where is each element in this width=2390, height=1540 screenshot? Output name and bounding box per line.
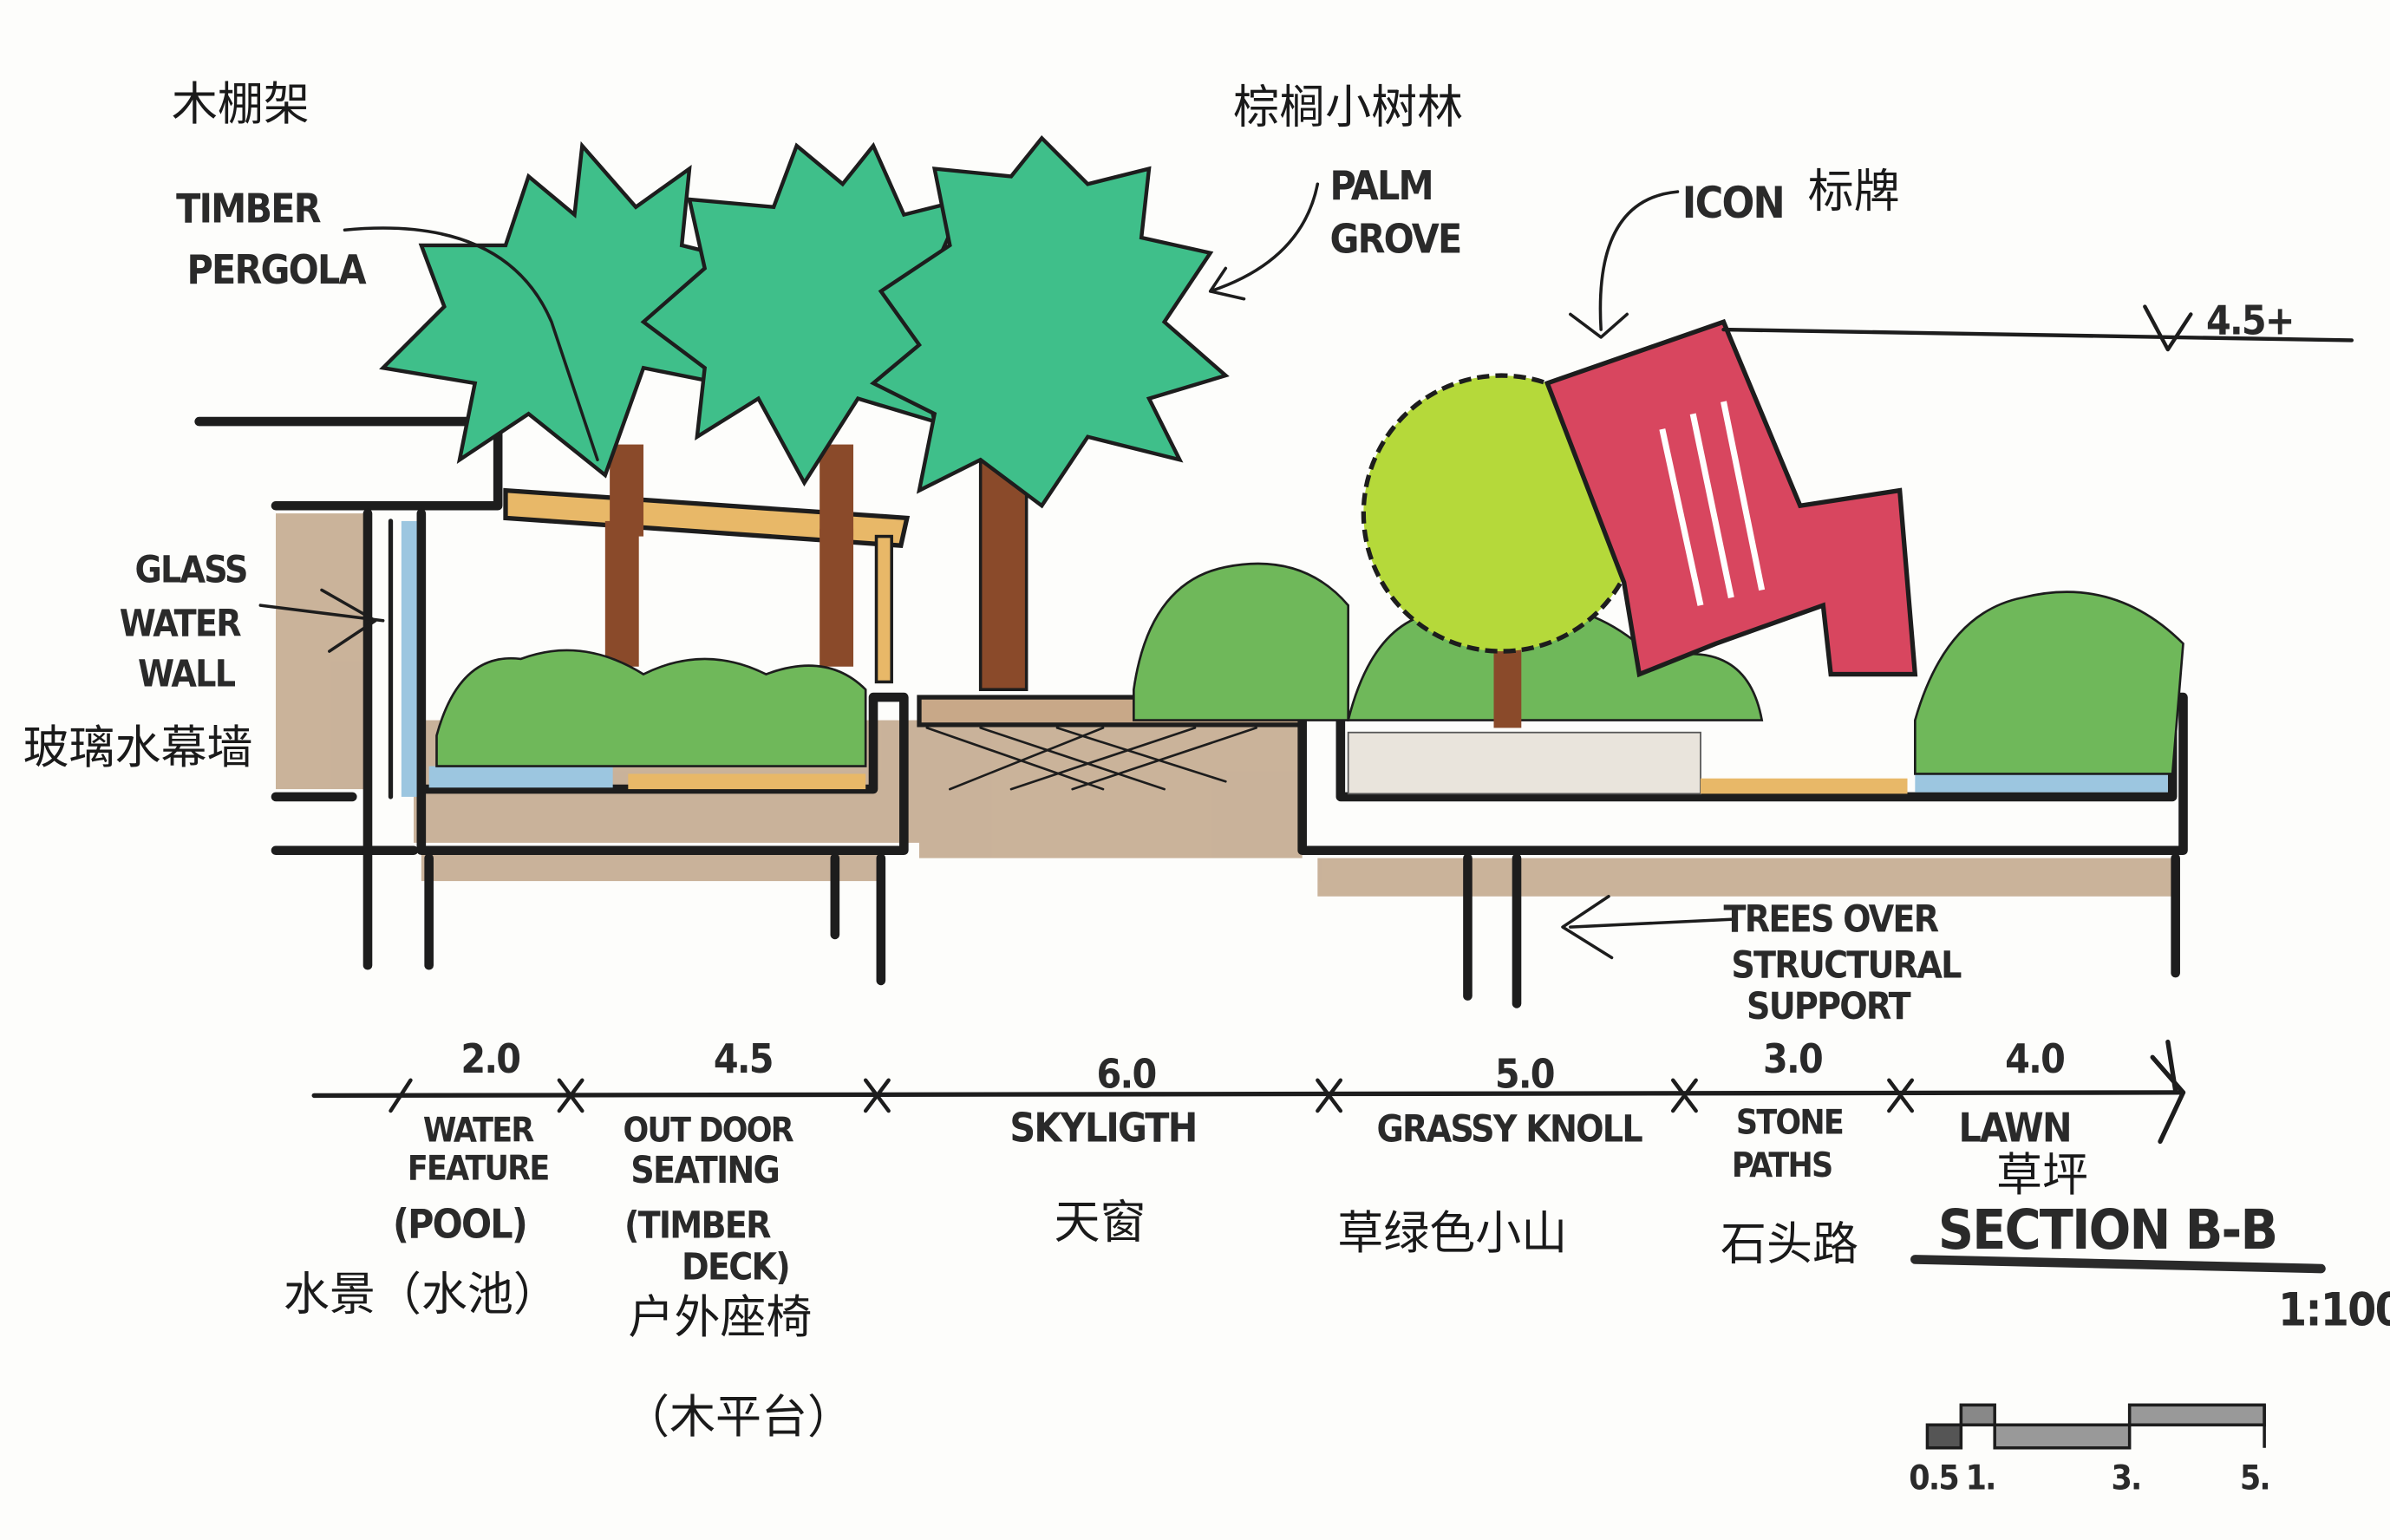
icon-sculpture — [1544, 318, 1918, 678]
trees-label-en-2: STRUCTURAL — [1731, 943, 1962, 986]
level-marker — [1721, 304, 2354, 352]
timber-deck — [628, 773, 866, 790]
zone-label-en: (POOL) — [393, 1201, 526, 1248]
trees-label-en-3: SUPPORT — [1747, 985, 1911, 1028]
zone-grassy-knoll: 5.0 GRASSY KNOLL 草绿色小山 — [1337, 1051, 1644, 1261]
icon-label-en: ICON — [1682, 178, 1784, 228]
glass-label-zh: 玻璃水幕墙 — [23, 721, 252, 774]
glass-water-wall — [401, 520, 417, 797]
zone-dimension: 3.0 — [1763, 1035, 1822, 1082]
stone-path — [1701, 778, 1908, 794]
zone-label-en: SEATING — [630, 1149, 779, 1191]
glass-label-en-1: GLASS — [134, 549, 246, 591]
palm-label-en-2: GROVE — [1329, 216, 1460, 263]
zone-label-zh: 户外座椅 — [628, 1291, 812, 1344]
pergola-label-en-2: PERGOLA — [187, 246, 367, 293]
timber-pergola — [503, 487, 911, 684]
zone-dimension: 6.0 — [1097, 1051, 1156, 1098]
zone-label-zh: （木平台） — [624, 1391, 853, 1444]
scale-tick: 3. — [2111, 1458, 2140, 1498]
zone-water-feature: 2.0 WATER FEATURE (POOL) 水景（水池） — [284, 1035, 559, 1321]
zone-label-en: OUT DOOR — [624, 1111, 794, 1150]
zone-dimension: 4.0 — [2005, 1035, 2064, 1082]
zone-label-en: GRASSY KNOLL — [1376, 1107, 1642, 1150]
zone-outdoor-seating: 4.5 OUT DOOR SEATING (TIMBER DECK) 户外座椅 … — [624, 1035, 854, 1444]
zone-lawn: 4.0 LAWN 草坪 — [1958, 1035, 2087, 1202]
palm-label-en-1: PALM — [1329, 162, 1432, 209]
zone-label-en: SKYLIGTH — [1009, 1104, 1196, 1151]
zone-dimension: 5.0 — [1495, 1051, 1554, 1098]
scale-tick: 1. — [1966, 1458, 1995, 1498]
section-title: SECTION B-B — [1938, 1197, 2277, 1262]
zone-label-en: LAWN — [1958, 1104, 2070, 1151]
zone-label-en: (TIMBER — [624, 1204, 771, 1247]
zone-label-zh: 草坪 — [1996, 1149, 2088, 1202]
palm-label-zh: 棕榈小树林 — [1233, 82, 1463, 134]
leader-lines — [258, 182, 1734, 960]
zone-dimension: 4.5 — [714, 1035, 773, 1082]
zone-label-en: FEATURE — [408, 1150, 549, 1189]
pergola-label-en-1: TIMBER — [176, 185, 321, 232]
dimension-ticks — [389, 1078, 1915, 1113]
lawn-water — [1915, 773, 2168, 793]
shrubs — [435, 562, 2184, 775]
zone-label-en: PATHS — [1732, 1146, 1832, 1185]
zone-label-zh: 草绿色小山 — [1337, 1207, 1567, 1260]
scale-tick: 5. — [2240, 1458, 2269, 1498]
zone-stone-paths: 3.0 STONE PATHS 石头路 — [1721, 1035, 1858, 1271]
glass-label-en-3: WALL — [138, 653, 236, 695]
scale-label: 1:100 — [2278, 1283, 2390, 1336]
zone-label-zh: 石头路 — [1721, 1217, 1858, 1270]
level-label: 4.5+ — [2206, 297, 2294, 343]
dimension-line — [311, 1039, 2186, 1145]
zone-label-en: WATER — [423, 1111, 535, 1150]
trees-label-en-1: TREES OVER — [1724, 897, 1939, 940]
zone-label-zh: 水景（水池） — [284, 1269, 559, 1321]
zone-label-en: STONE — [1736, 1104, 1843, 1143]
zone-label-zh: 天窗 — [1054, 1197, 1146, 1250]
pergola-label-zh: 木棚架 — [172, 78, 310, 131]
glass-label-en-2: WATER — [120, 602, 241, 644]
scale-tick: 0.5 — [1909, 1458, 1958, 1498]
zone-skylight: 6.0 SKYLIGTH 天窗 — [1009, 1051, 1198, 1250]
left-building — [194, 416, 909, 986]
pool-water — [428, 766, 613, 788]
zone-label-en: DECK) — [682, 1245, 789, 1288]
icon-label-zh: 标牌 — [1808, 166, 1900, 219]
title-underline — [1910, 1255, 2326, 1274]
scale-bar — [1925, 1403, 2266, 1450]
stone-paving — [1347, 731, 1701, 795]
palm-grove — [379, 134, 1230, 692]
zone-dimension: 2.0 — [460, 1035, 519, 1082]
